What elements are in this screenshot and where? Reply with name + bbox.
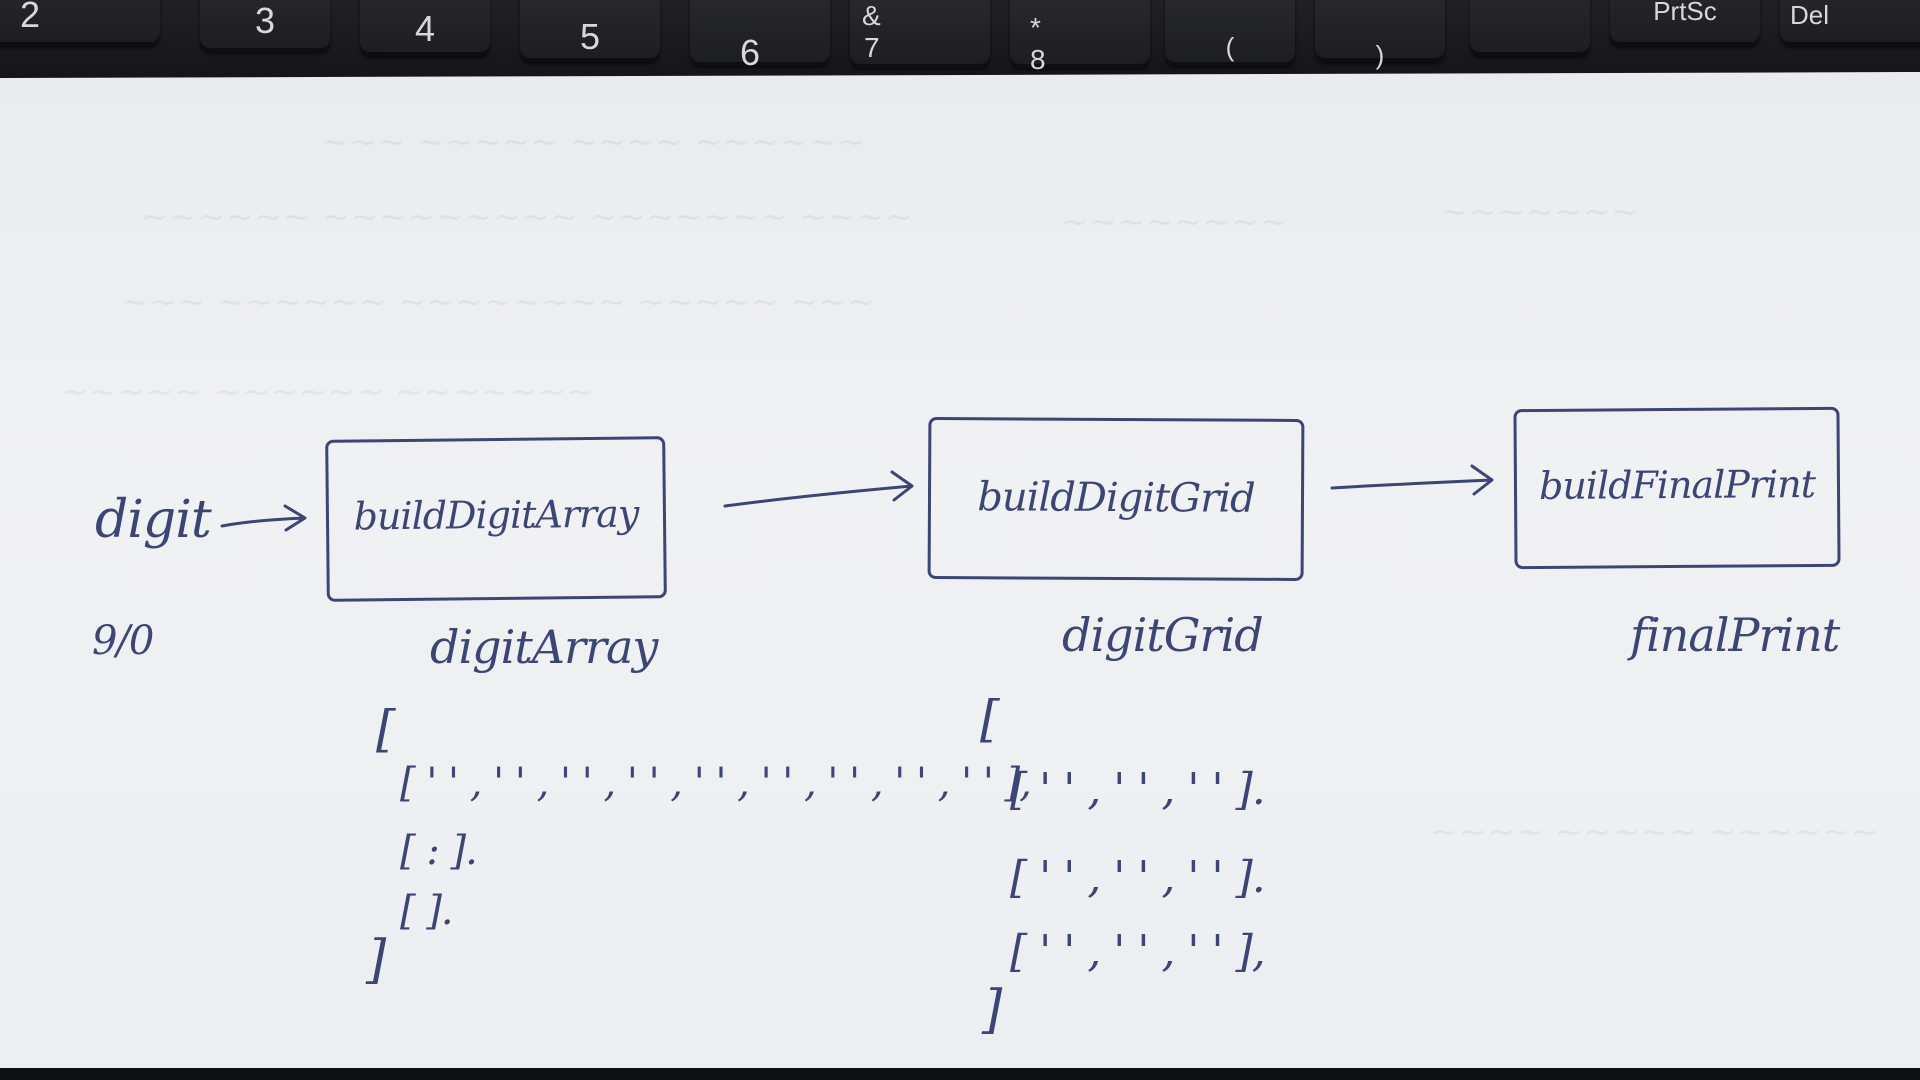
input-label-digit: digit — [95, 490, 212, 550]
sketch-row: [ : ]. — [400, 828, 478, 874]
arrow-array-to-grid — [723, 470, 914, 508]
function-label-build-final-print: buildFinalPrint — [1538, 462, 1816, 508]
output-label-digit-array: digitArray — [430, 620, 658, 674]
keyboard: 2 3 4 5 6 & 7 * 8 ( ) PrtSc Del — [0, 0, 1920, 80]
sketch-row: [ ' ' , ' ' , ' ' ], — [1010, 926, 1266, 977]
input-example: 9/0 — [92, 618, 154, 664]
arrow-digit-to-array — [220, 504, 307, 532]
sketch-bracket-close: ] — [982, 980, 1002, 1040]
output-label-digit-grid: digitGrid — [1062, 608, 1264, 662]
key-8: * 8 — [1010, 0, 1150, 75]
sketch-row: [ ' ' , ' ' , ' ' , ' ' , ' ' , ' ' , ' … — [400, 760, 1032, 806]
desk-edge — [0, 1068, 1920, 1080]
box-build-final-print: buildFinalPrint — [1513, 406, 1841, 570]
key-blank — [1470, 0, 1590, 56]
key-5: 5 — [520, 0, 660, 62]
key-9: ( — [1165, 0, 1295, 66]
key-3: 3 — [200, 0, 330, 52]
sketch-bracket-open: [ — [980, 690, 999, 748]
bleed-through-writing: ~~~~~~ ~~~~~~~~~ ~~~~~~~ ~~~~ — [140, 197, 914, 237]
key-6: 6 — [690, 0, 830, 73]
bleed-through-writing: ~~~~ ~~~~~ ~~~~~~ — [1430, 812, 1879, 852]
sketch-row: [ ' ' , ' ' , ' ' ]. — [1010, 852, 1266, 903]
box-build-digit-array: buildDigitArray — [325, 436, 667, 602]
bleed-through-writing: ~~~~~~~~ — [1060, 202, 1288, 242]
key-0: ) — [1315, 0, 1445, 70]
function-label-build-digit-grid: buildDigitGrid — [977, 474, 1255, 522]
function-label-build-digit-array: buildDigitArray — [353, 491, 639, 539]
key-4: 4 — [360, 0, 490, 56]
sketch-row: [ ]. — [400, 888, 454, 934]
key-7: & 7 — [850, 0, 990, 68]
arrow-grid-to-final — [1330, 464, 1494, 496]
bleed-through-writing: ~~~ ~~~~~~ ~~~~~~~~ ~~~~~ ~~~ — [120, 282, 876, 322]
key-2: 2 — [0, 0, 160, 46]
output-label-final-print: finalPrint — [1630, 608, 1840, 662]
bleed-through-writing: ~~~~~ ~~~~~~ ~~~~~~~ — [60, 372, 595, 412]
sketch-bracket-open: [ — [376, 700, 395, 758]
sketch-bracket-close: ] — [366, 930, 386, 990]
bleed-through-writing: ~~~~~~~ — [1440, 192, 1640, 232]
paper-sheet: ~~~ ~~~~~ ~~~~ ~~~~~~ ~~~~~~ ~~~~~~~~~ ~… — [0, 72, 1920, 1070]
key-del: Del — [1780, 0, 1920, 46]
sketch-row: [ ' ' , ' ' , ' ' ]. — [1010, 764, 1266, 815]
key-prtsc: PrtSc — [1610, 0, 1760, 46]
box-build-digit-grid: buildDigitGrid — [927, 417, 1305, 581]
bleed-through-writing: ~~~ ~~~~~ ~~~~ ~~~~~~ — [320, 122, 866, 162]
